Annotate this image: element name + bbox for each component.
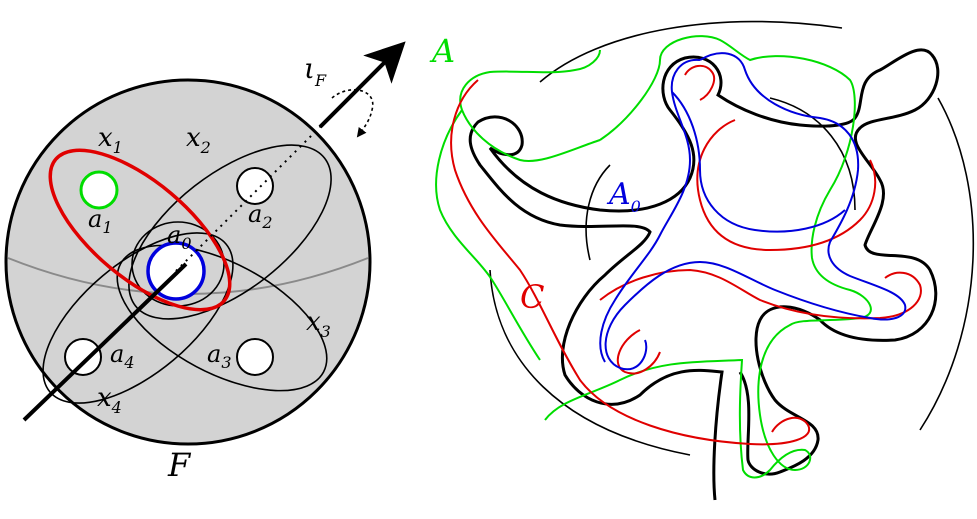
label-A0: A0 (606, 177, 641, 216)
inner-arc-top (769, 97, 856, 211)
axis-front-segment (22, 262, 188, 422)
label-C: C (520, 278, 544, 316)
sphere-figure: ιF x1 x2 x3 x4 a0 a1 a2 a3 a4 F (4, 41, 406, 484)
label-x4: x4 (97, 383, 122, 417)
label-a0: a0 (167, 221, 192, 253)
hole-a2 (236, 167, 274, 205)
hole-a4 (64, 338, 102, 376)
outer-arc-top (539, 20, 843, 83)
outer-arc-right (919, 97, 975, 431)
label-a2: a2 (248, 200, 273, 232)
curve-A (435, 35, 872, 479)
rotation-arrow-icon (331, 89, 374, 138)
hole-a1 (79, 170, 119, 210)
hole-a3 (236, 338, 274, 376)
surface-figure: A A0 C (429, 20, 975, 501)
curve-x3 (116, 244, 328, 392)
label-a1: a1 (88, 205, 113, 237)
label-a4: a4 (110, 340, 135, 372)
curve-x1 (48, 148, 232, 312)
axis-dotted-segment (175, 126, 321, 272)
curve-C (450, 64, 922, 446)
surface-boundary (468, 48, 940, 501)
curve-x2 (128, 144, 332, 320)
curve-A0 (599, 52, 907, 371)
surface-label: F (167, 446, 192, 484)
axis-label: ιF (304, 52, 327, 90)
outer-arc-left (489, 269, 691, 456)
axis-outer-arrow (318, 41, 406, 129)
inner-arc-left (585, 164, 611, 261)
label-x3: x3 (306, 307, 331, 341)
label-x1: x1 (98, 123, 123, 157)
label-x2: x2 (186, 123, 211, 157)
label-a3: a3 (207, 340, 232, 372)
curve-x4 (42, 232, 234, 404)
label-A: A (429, 32, 455, 70)
